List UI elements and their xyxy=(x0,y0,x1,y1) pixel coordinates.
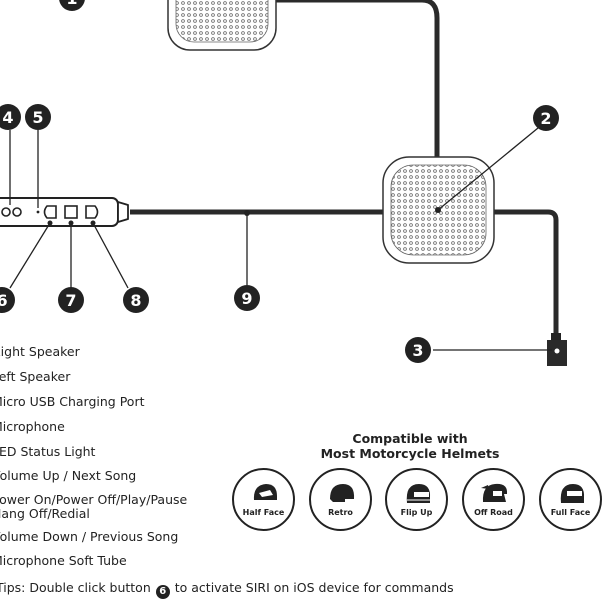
off-road-helmet-icon xyxy=(481,483,508,502)
legend-item-power: Power On/Power Off/Play/Pause xyxy=(0,492,188,507)
cable-speaker-link xyxy=(268,0,440,165)
callout-2-label: 2 xyxy=(540,109,551,128)
callout-7: 7 xyxy=(58,287,84,313)
callout-1: 1 xyxy=(59,0,85,11)
callout-9-label: 9 xyxy=(241,289,252,308)
left-speaker xyxy=(167,0,277,51)
helmet-label: Full Face xyxy=(550,508,591,517)
leader-dots xyxy=(47,210,250,226)
callout-4: 4 xyxy=(0,104,21,130)
legend-item-volume-down: Volume Down / Previous Song xyxy=(0,529,179,544)
legend-item-right-speaker: Right Speaker xyxy=(0,344,80,359)
compat-title-line1: Compatible with xyxy=(352,431,468,446)
control-unit xyxy=(0,197,129,227)
helmet-retro: Retro xyxy=(309,468,372,531)
leader-lines xyxy=(9,127,552,351)
helmet-label: Retro xyxy=(328,508,353,517)
helmet-flip-up: Flip Up xyxy=(385,468,448,531)
callout-3: 3 xyxy=(405,337,431,363)
callout-6: 6 xyxy=(0,287,15,313)
callout-3-label: 3 xyxy=(412,341,423,360)
helmet-half-face: Half Face xyxy=(232,468,295,531)
helmet-label: Off Road xyxy=(474,508,513,517)
cable-mic xyxy=(492,209,559,335)
legend-item-left-speaker: Left Speaker xyxy=(0,369,71,384)
legend-item-soft-tube: Microphone Soft Tube xyxy=(0,553,127,568)
flip-up-helmet-icon xyxy=(406,484,431,503)
tips-suffix: to activate SIRI on iOS device for comma… xyxy=(174,580,454,595)
full-face-helmet-icon xyxy=(560,484,585,503)
callout-2: 2 xyxy=(533,105,559,131)
callout-7-label: 7 xyxy=(65,291,76,310)
microphone xyxy=(547,333,567,366)
compat-title-line2: Most Motorcycle Helmets xyxy=(320,446,500,461)
legend-item-usb-port: Micro USB Charging Port xyxy=(0,394,145,409)
tip-button-badge: 6 xyxy=(155,585,170,599)
callout-8: 8 xyxy=(123,287,149,313)
helmet-label: Flip Up xyxy=(400,508,433,517)
helmet-label: Half Face xyxy=(242,508,285,517)
callout-6-label: 6 xyxy=(0,291,8,310)
legend-item-led: LED Status Light xyxy=(0,444,96,459)
tips-prefix: Tips: Double click button xyxy=(0,580,151,595)
retro-helmet-icon xyxy=(330,484,355,502)
tips-line: Tips: Double click button 6 to activate … xyxy=(0,580,454,599)
half-face-helmet-icon xyxy=(253,484,277,500)
legend-item-microphone: Microphone xyxy=(0,419,65,434)
legend-item-hang-off: Hang Off/Redial xyxy=(0,506,90,521)
callout-5: 5 xyxy=(25,104,51,130)
legend-item-volume-up: Volume Up / Next Song xyxy=(0,468,137,483)
callout-1-label: 1 xyxy=(66,0,77,8)
helmet-off-road: Off Road xyxy=(462,468,525,531)
callout-5-label: 5 xyxy=(32,108,43,127)
callout-9: 9 xyxy=(234,285,260,311)
callout-8-label: 8 xyxy=(130,291,141,310)
helmet-full-face: Full Face xyxy=(539,468,602,531)
callout-4-label: 4 xyxy=(2,108,13,127)
